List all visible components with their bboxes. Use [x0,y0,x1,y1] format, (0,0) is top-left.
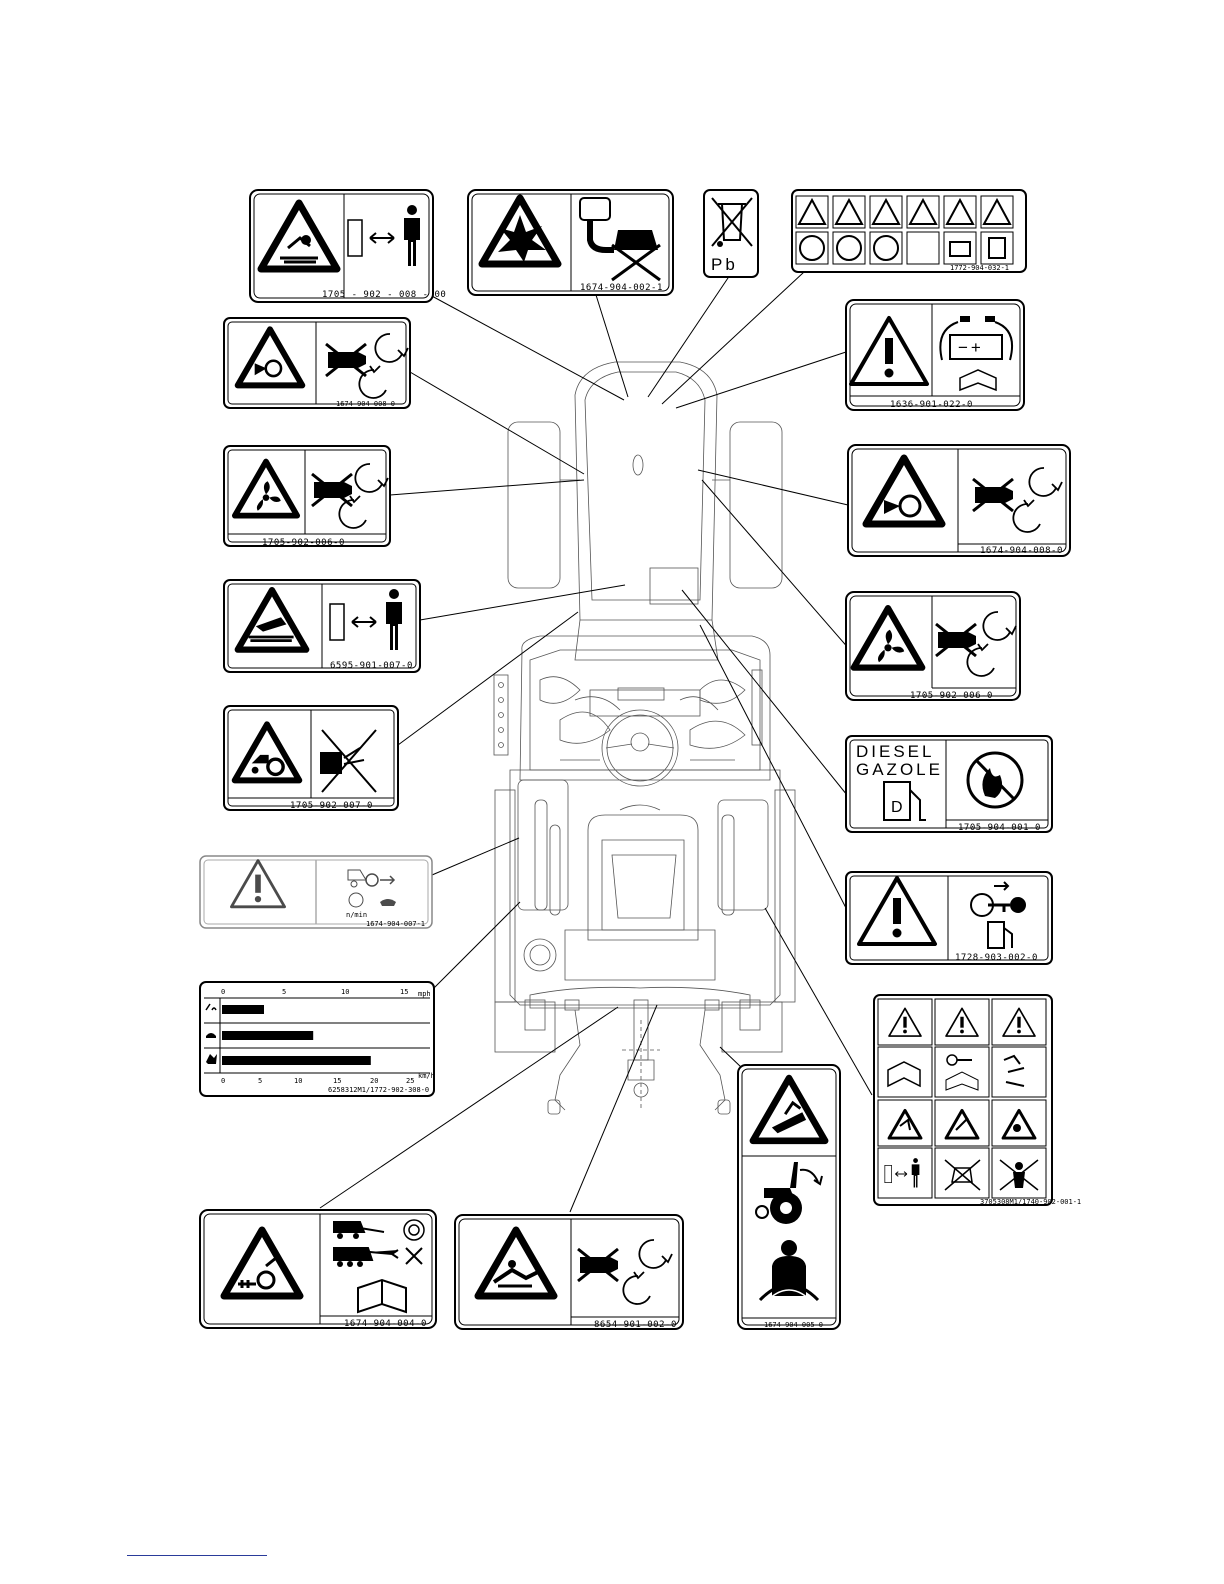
battery-icon [949,334,1003,360]
fuel-pump-icon [987,921,1005,949]
decal-part-number: 1674-904-002-1 [580,283,663,293]
decal-part-number: 1674-904-007-1 [366,920,425,928]
speed-bar-tortoise-slow [222,1005,264,1014]
diesel-label: DIESEL [856,742,934,761]
decal-part-number: 1674-904-004-0 [344,1319,427,1329]
pto-speed-icon [347,869,396,908]
speed-bars [222,1005,371,1065]
decal-part-number: 1674-904-005-0 [764,1321,823,1329]
decal-battery-recycle-pb: Pb [703,189,759,278]
prohibited-icon [321,729,377,793]
decal-1705-902-008-00: 1705 - 902 - 008 - 00 [249,189,446,303]
tick-label: 15 [400,988,408,996]
entanglement-icon [492,1267,539,1284]
decal-1772-904-032-1: 1772-904-032-1 [791,189,1027,273]
decal-part-number: 6595-901-007-0 [330,661,413,671]
decal-6595-901-007-0: 6595-901-007-0 [223,579,421,673]
leader-lines [319,271,873,1213]
decal-8654-901-002-0: 8654-901-002-0 [454,1214,684,1330]
tick-label: 5 [258,1077,262,1085]
pto-shaft-icon [256,1270,276,1290]
tortoise-icon [206,1033,216,1038]
maintenance-icon [1003,1054,1025,1087]
speed-bar-hare [222,1056,371,1065]
decal-part-number: 1705 - 902 - 008 - 00 [322,290,446,300]
rops-tractor-icon [755,1162,823,1224]
fuel-pump-icon [883,781,911,821]
unit-label: mph [418,990,431,998]
decal-1674-904-007-1: n/min 1674-904-007-1 [199,855,433,929]
tick-label: 0 [221,1077,225,1085]
fuel-pump-letter: D [891,799,903,816]
ejection-icon [899,1118,911,1131]
decal-1705-902-007-0: 1705-902-007-0 [223,705,399,811]
decal-part-number: 8654-901-002-0 [594,1320,677,1330]
decal-1705-902-006-0-right: 1705-902-006-0 [845,591,1021,701]
gazole-label: GAZOLE [856,760,943,779]
hare-icon [206,1054,217,1064]
crossed-bin-icon [718,203,746,241]
battery-charger-icon [579,197,611,221]
prohibited-icon [611,243,661,282]
tractor-runover-icon [266,757,285,777]
hot-surface-hand-icon [255,617,287,632]
tractor-pto-icon [333,1221,385,1233]
manual-book-icon [887,1061,921,1088]
tick-label: 25 [406,1077,414,1085]
tick-label: 10 [341,988,349,996]
decal-part-number: 3705308M1/1740-902-001-1 [980,1198,1081,1206]
decal-part-number: 1705-902-007-0 [290,801,373,811]
decal-1636-901-022-0: −+ 1636-901-022-0 [845,299,1025,411]
decal-speed-chart: 0 5 10 15 mph 0 5 10 15 20 25 km/h 62583… [199,981,435,1097]
manual-book-icon [357,1278,407,1314]
tractor-implement-icon [333,1247,399,1261]
decal-part-number: 1772-904-032-1 [950,264,1009,272]
ok-circle-icon [403,1219,425,1241]
decal-part-number: 1674-904-008-0 [980,546,1063,556]
footnote-rule [127,1555,267,1556]
lead-symbol: Pb [711,255,738,274]
mph-tick-labels: 0 5 10 15 mph [221,988,431,998]
explosion-icon [498,215,546,262]
manual-book-icon [959,369,997,392]
decal-part-number: 1636-901-022-0 [890,400,973,410]
seat-belt-icon [758,1240,820,1305]
decal-1674-904-008-0-right: 1674-904-008-0 [847,444,1071,557]
decal-part-number: 1674-904-008-0 [336,400,395,408]
runover-icon [1013,1124,1021,1132]
unit-label: km/h [418,1072,435,1080]
decal-part-number: 1705-902-006-0 [262,538,345,548]
kmh-tick-labels: 0 5 10 15 20 25 km/h [221,1072,435,1085]
tick-label: 0 [221,988,225,996]
decal-part-number: 1728-903-002-0 [955,953,1038,963]
tortoise-slow-icon [205,1003,217,1011]
battery-terminal-icon [320,752,342,774]
rollover-icon [771,1112,807,1134]
svg-text:−+: −+ [958,338,984,357]
tractor-top-view [493,361,796,1115]
no-passenger-icon [944,1159,981,1191]
battery-warning-pictograms [795,195,1014,265]
decal-1674-904-005-0: 1674-904-005-0 [737,1064,841,1330]
decal-1728-903-002-0: 1728-903-002-0 [845,871,1053,965]
decal-diesel-gazole: DIESEL GAZOLE D 1705-904-001-0 [845,735,1053,833]
decal-1674-904-008-0-left: 1674-904-008-0 [223,317,411,409]
tick-label: 10 [294,1077,302,1085]
tick-label: 5 [282,988,286,996]
decal-1705-902-006-0-left: 1705-902-006-0 [223,445,391,548]
rollover-icon [955,1117,969,1131]
tick-label: 20 [370,1077,378,1085]
tick-label: 15 [333,1077,341,1085]
decal-part-number: 6258312M1/1772-902-308-0 [328,1086,429,1094]
decal-part-number: 1705-902-006-0 [910,691,993,701]
pto-unit-label: n/min [346,911,367,919]
decal-1674-904-004-0: 1674-904-004-0 [199,1209,437,1329]
decal-1674-904-002-1: 1674-904-002-1 [467,189,674,296]
speed-bar-tortoise [222,1031,314,1040]
prohibited-icon [405,1247,423,1265]
decal-pictogram-grid: 3705308M1/1740-902-001-1 [873,994,1081,1206]
decal-part-number: 1705-904-001-0 [958,823,1041,833]
